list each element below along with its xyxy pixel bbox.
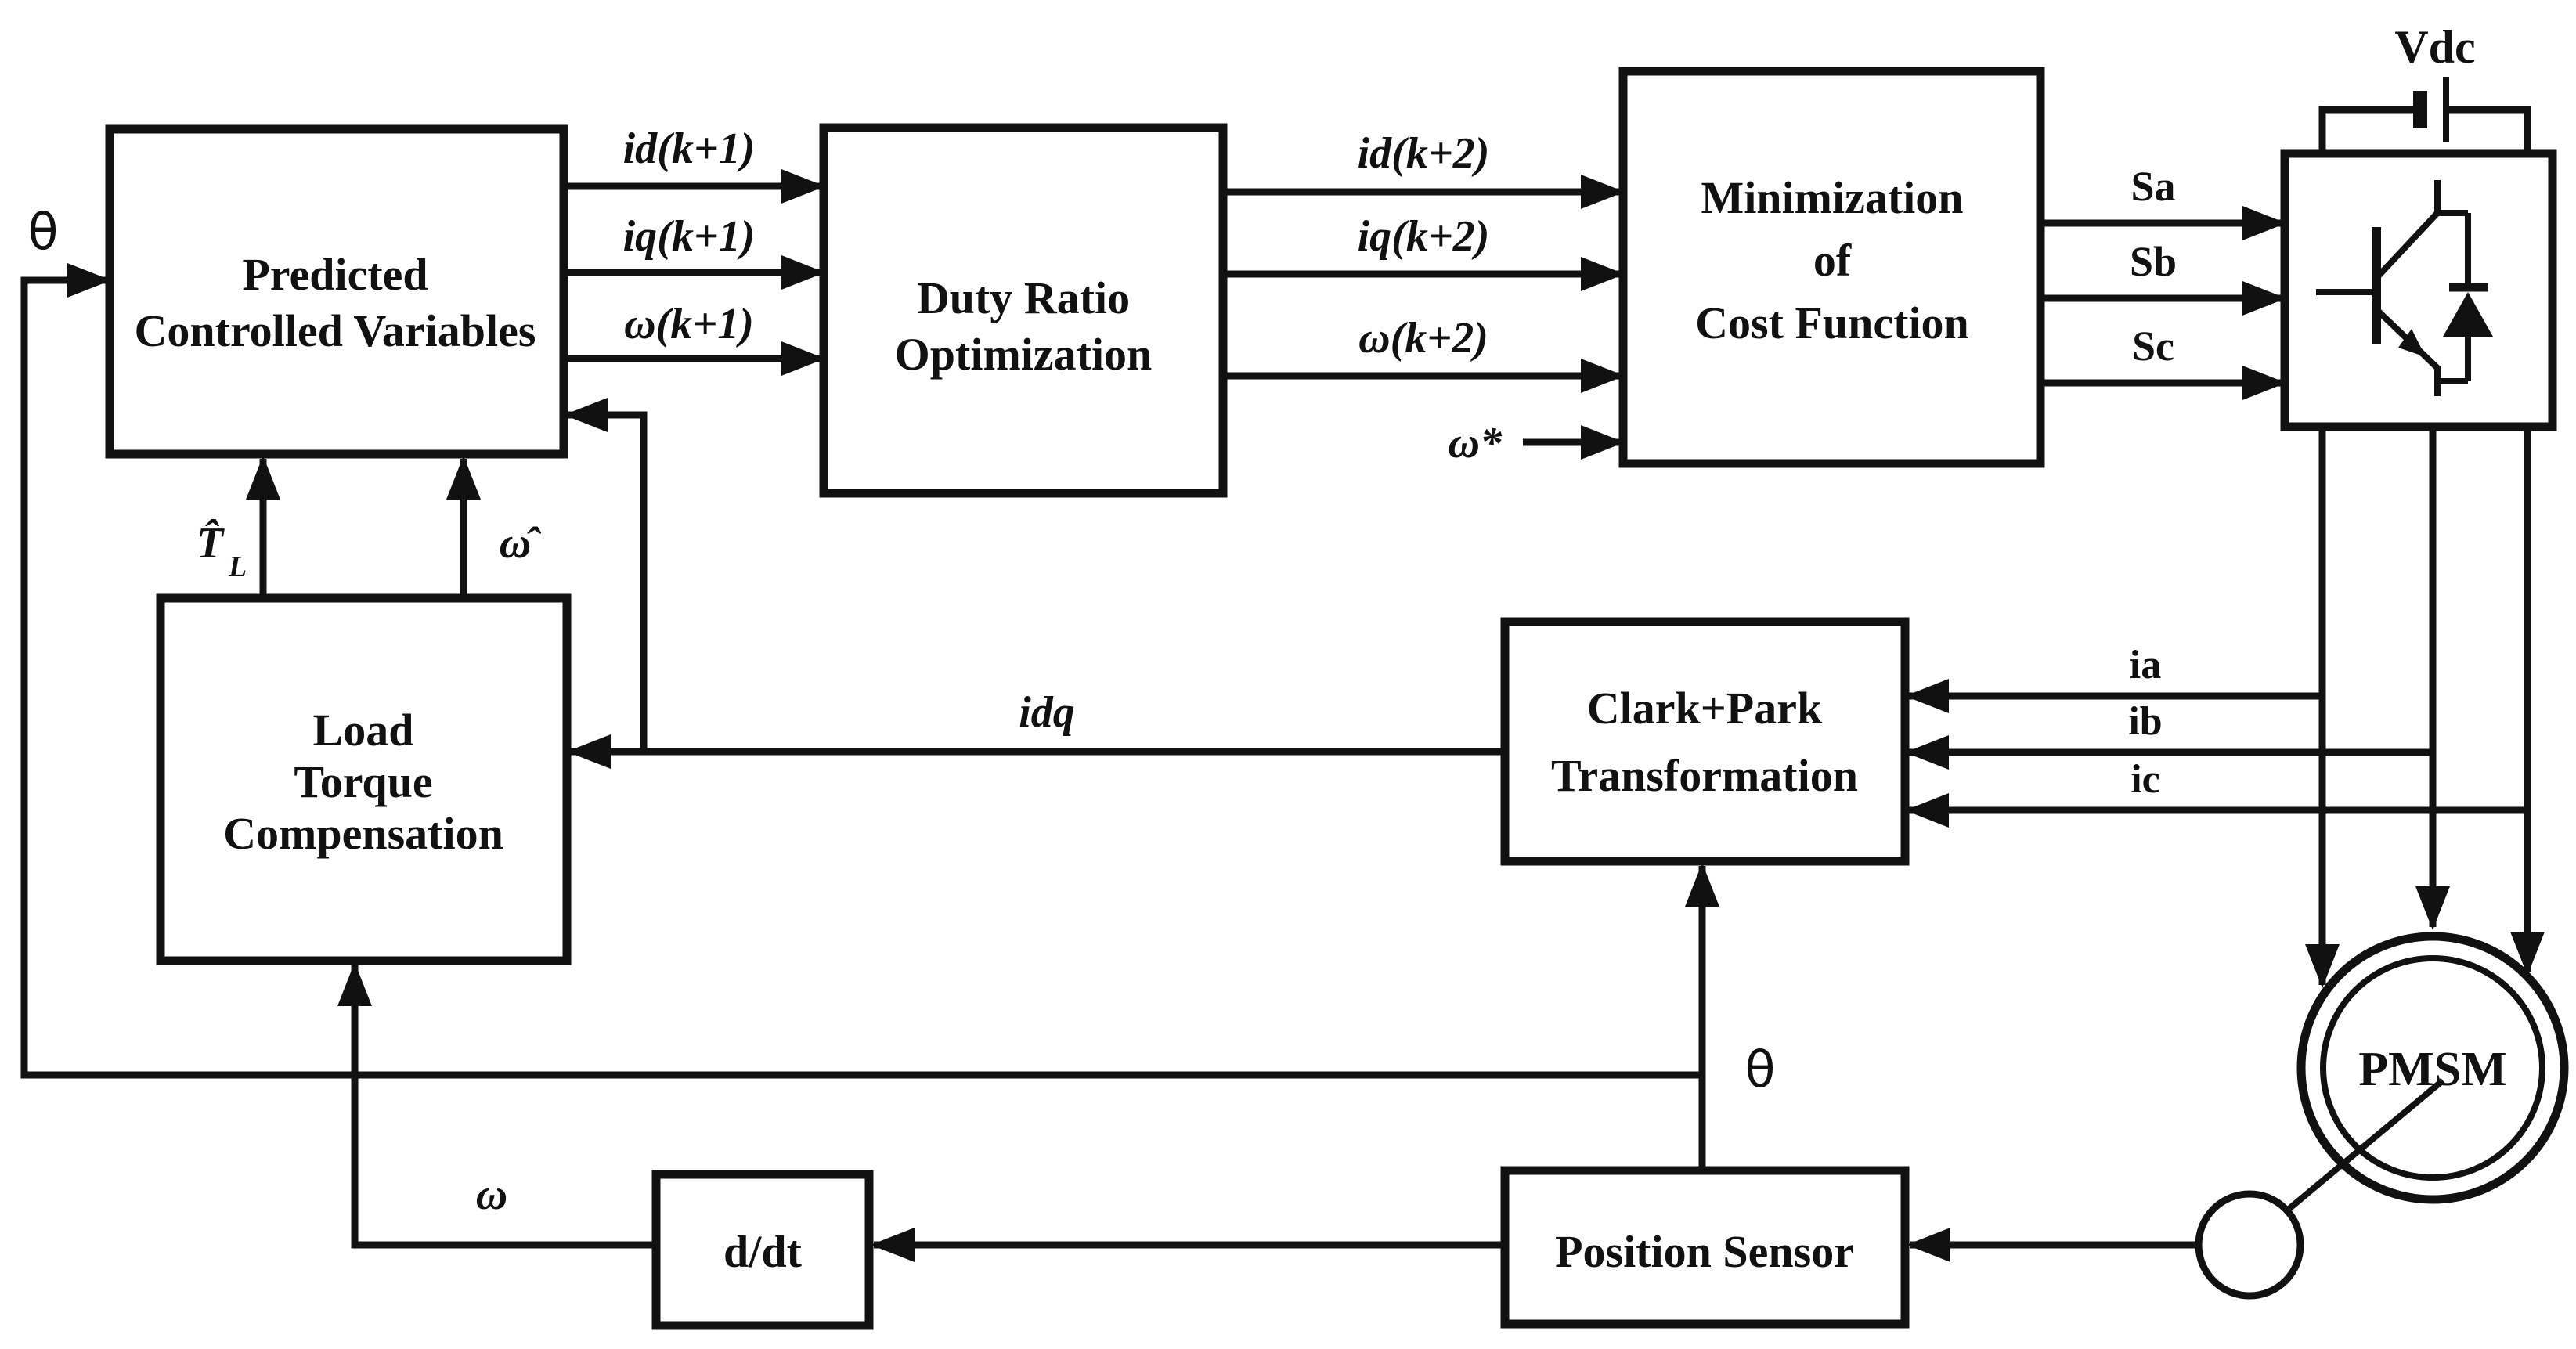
load-block-label-line1: Load [313,705,414,756]
clark-block-label-line1: Clark+Park [1587,683,1823,734]
duty-block-label-line2: Optimization [895,329,1153,380]
vdc-label: Vdc [2394,21,2475,73]
minimization-block-label-line3: Cost Function [1695,298,1969,348]
dc-bus-right-wire [2446,106,2531,153]
omega-label: ω [476,1170,508,1219]
omega-ref-label: ω* [1449,419,1503,467]
sb-label: Sb [2130,238,2177,285]
load-block-label-line3: Compensation [223,808,503,859]
ia-label: ia [2130,643,2161,687]
sc-label: Sc [2132,323,2174,370]
load-torque-estimate-label: T̂ [197,519,225,568]
idq-branch-line [564,398,648,752]
omega-line [337,962,656,1249]
ib-label: ib [2128,699,2162,744]
clark-park-transformation-block [1500,617,1910,866]
theta-input-label: θ [27,204,58,262]
sa-label: Sa [2130,163,2175,210]
id-k2-label: id(k+2) [1358,129,1490,178]
pmsm-label: PMSM [2358,1043,2506,1096]
pmsm-motor-icon [2296,932,2569,1204]
igbt-icon [2316,180,2468,396]
position-sensor-block [1500,1166,1910,1329]
theta-feedback-label: θ [1744,1041,1775,1099]
iq-k1-label: iq(k+1) [623,212,756,261]
theta-feedback-line [20,263,1702,1079]
dc-bus-left-wire [2318,106,2420,153]
predicted-block-label-line2: Controlled Variables [135,305,536,356]
predicted-block-label-line1: Predicted [242,249,428,300]
position-sensor-label: Position Sensor [1555,1226,1854,1277]
load-torque-compensation-block [156,593,572,965]
ic-label: ic [2130,757,2160,802]
omega-k2-label: ω(k+2) [1358,314,1488,362]
predicted-controlled-variables-block [105,124,568,459]
minimization-block-label-line1: Minimization [1701,172,1963,223]
idq-label: idq [1019,688,1075,737]
clark-block-label-line2: Transformation [1551,750,1858,801]
ddt-label: d/dt [723,1226,803,1277]
id-k1-label: id(k+1) [623,124,756,173]
freewheel-diode-icon [2437,213,2493,384]
load-block-label-line2: Torque [294,756,432,807]
ddt-block [651,1170,874,1330]
minimization-cost-function-block [1618,67,2045,468]
load-torque-estimate-sub-label: L [228,550,247,583]
duty-ratio-optimization-block [819,123,1228,498]
duty-block-label-line1: Duty Ratio [917,272,1130,323]
encoder-icon [2195,1190,2304,1300]
minimization-block-label-line2: of [1813,235,1852,286]
omega-k1-label: ω(k+1) [624,300,754,348]
omega-estimate-label: ω̂ [500,519,541,568]
motor-shaft-line [2285,1077,2445,1214]
iq-k2-label: iq(k+2) [1358,212,1490,261]
